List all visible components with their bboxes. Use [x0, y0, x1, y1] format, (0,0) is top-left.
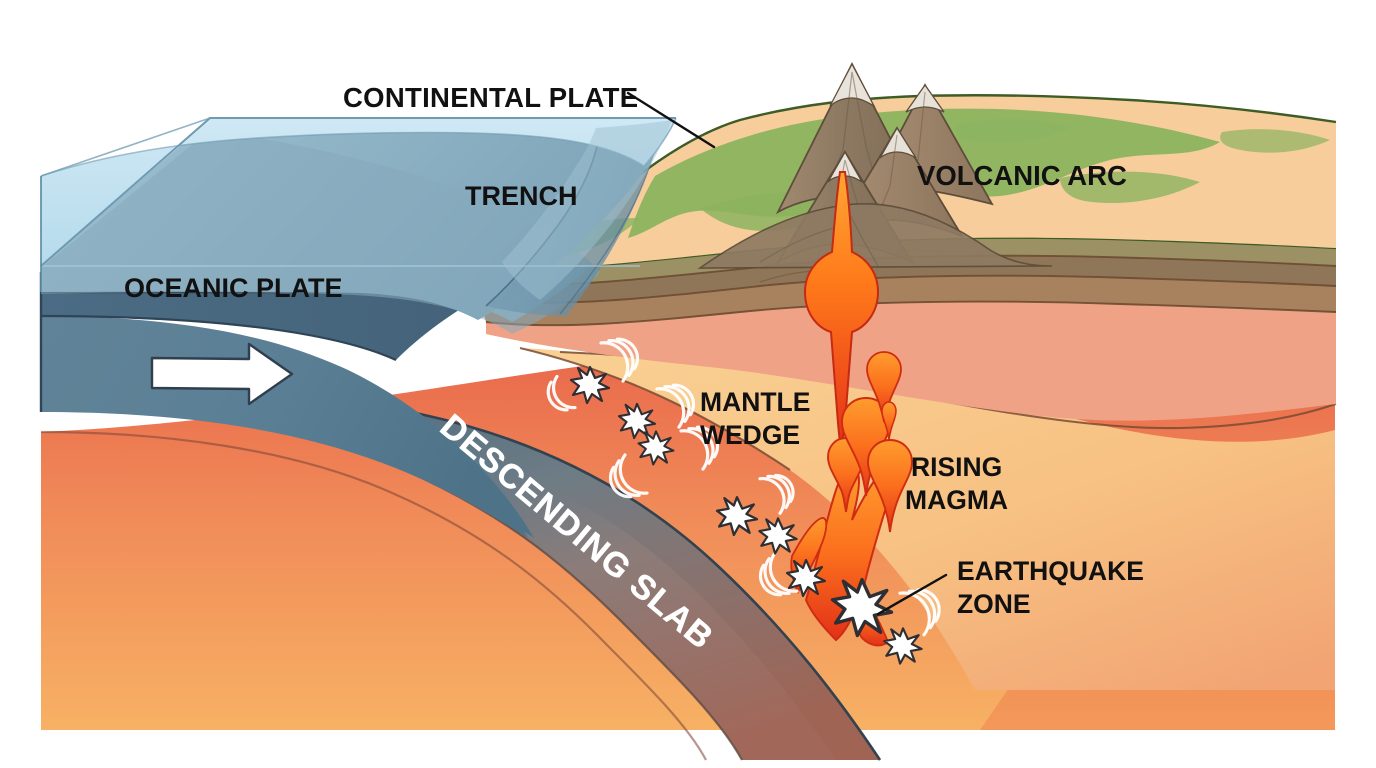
label-continental-plate: CONTINENTAL PLATE: [343, 82, 638, 113]
volcano-group: [697, 62, 1053, 269]
label-oceanic-plate: OCEANIC PLATE: [124, 273, 343, 303]
magma-blob-icon: [881, 401, 897, 442]
seismic-wave-icon: [758, 551, 799, 597]
earthquake-star-icon: [830, 577, 894, 638]
seismic-wave-icon: [758, 473, 795, 515]
leader-line-earthquake-zone: [876, 573, 948, 616]
seismic-wave-icon: [608, 453, 649, 499]
label-rising-magma-line2: MAGMA: [905, 485, 1008, 515]
seismic-wave-icon: [546, 374, 577, 412]
label-earthquake-zone-line2: ZONE: [957, 589, 1031, 619]
plate-motion-arrow-icon: [150, 342, 294, 406]
seismic-wave-group: [546, 337, 941, 637]
earthquake-star-icon: [785, 558, 827, 598]
leader-line-continental-plate: [626, 91, 716, 149]
earthquake-star-icon: [758, 517, 798, 555]
earthquake-focus-group: [569, 365, 923, 665]
seismic-wave-icon: [655, 383, 696, 429]
label-earthquake-zone-line1: EARTHQUAKE: [957, 556, 1144, 586]
magma-blob-icon: [867, 439, 913, 533]
label-mantle-wedge-line1: MANTLE: [700, 387, 810, 417]
seismic-wave-icon: [679, 425, 720, 471]
earthquake-star-icon: [883, 627, 923, 665]
label-rising-magma-line1: RISING: [911, 452, 1002, 482]
shoreline-transition: [502, 120, 672, 300]
earthquake-star-icon: [715, 495, 759, 537]
earthquake-star-icon: [569, 365, 611, 405]
earthquake-star-icon: [617, 402, 657, 440]
label-mantle-wedge-line2: WEDGE: [700, 420, 800, 450]
label-volcanic-arc: VOLCANIC ARC: [917, 160, 1127, 191]
seismic-wave-icon: [599, 337, 640, 383]
label-trench: TRENCH: [465, 181, 578, 211]
leader-line-group: [626, 91, 948, 616]
earthquake-star-icon: [637, 430, 675, 466]
